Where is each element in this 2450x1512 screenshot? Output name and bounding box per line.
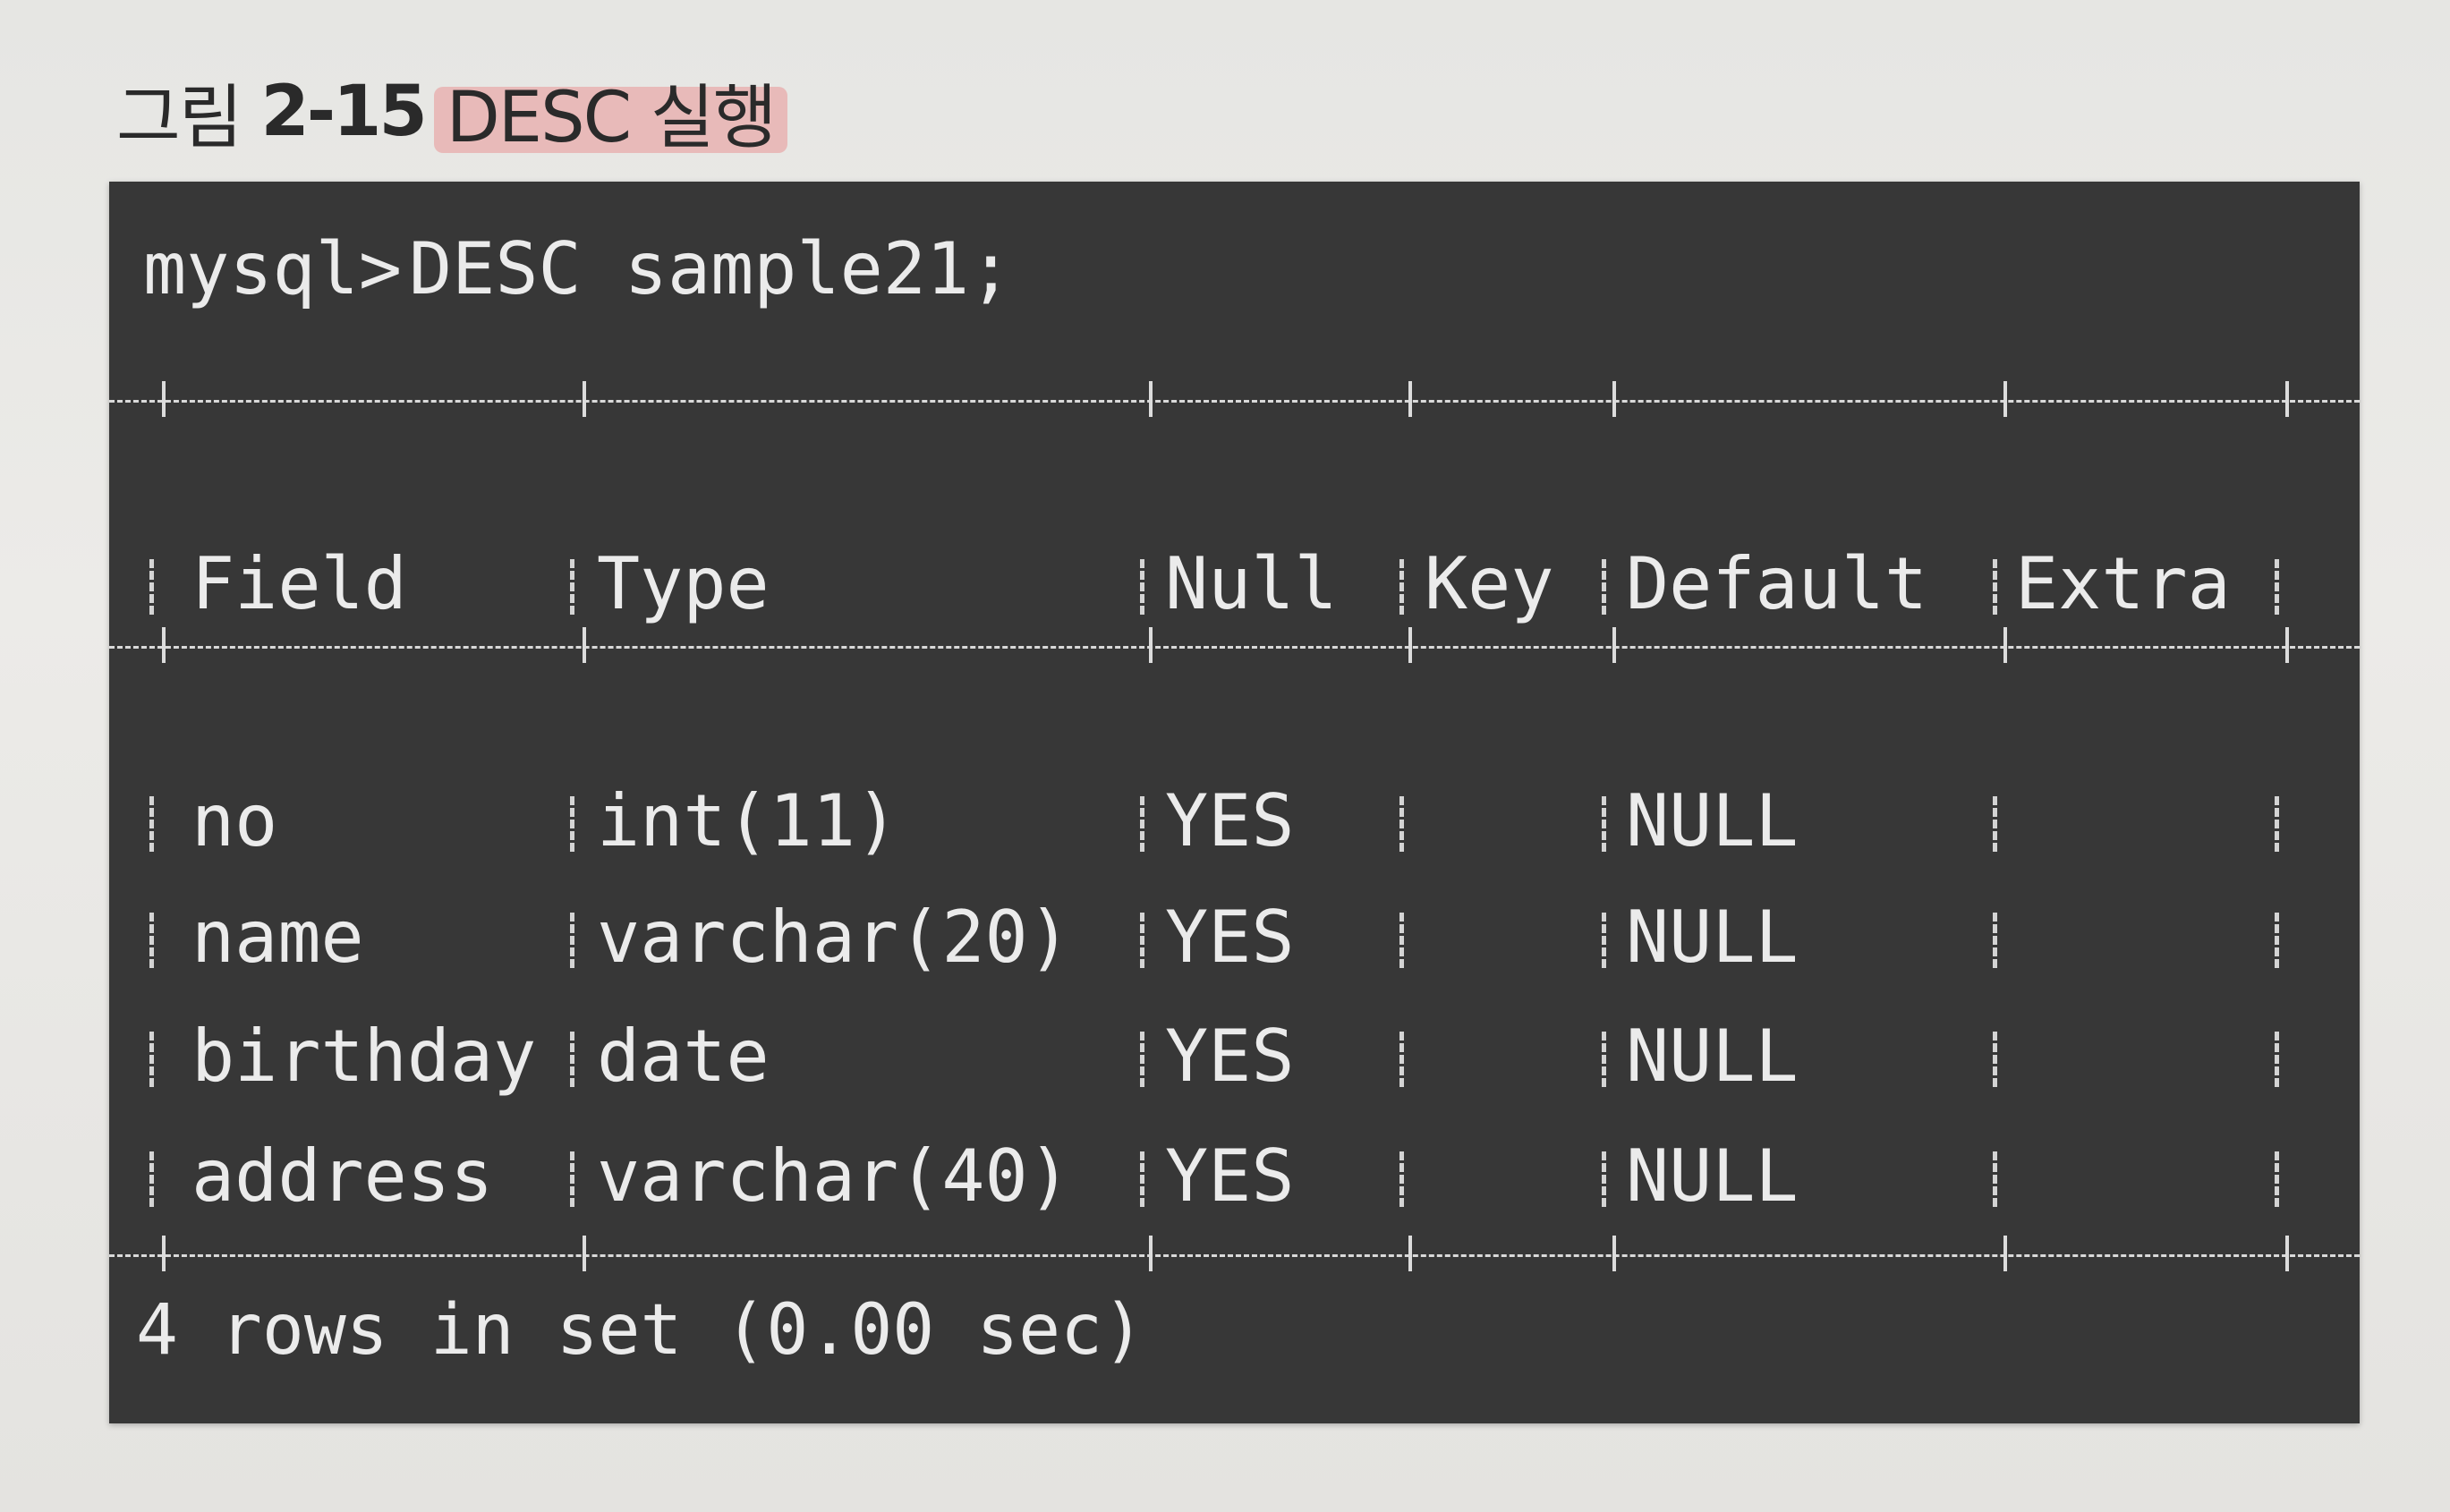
cell-default: NULL (1626, 896, 1799, 979)
column-header-null: Null (1165, 542, 1338, 625)
result-summary: 4 rows in set (0.00 sec) (136, 1290, 1145, 1371)
table-border-header (109, 627, 2360, 663)
table-row: name varchar(20) YES NULL (109, 893, 2360, 982)
cell-field: name (191, 896, 364, 979)
cell-field: address (191, 1134, 494, 1218)
table-border-bottom (109, 1236, 2360, 1271)
column-header-type: Type (597, 542, 770, 625)
cell-default: NULL (1626, 1015, 1799, 1098)
cell-null: YES (1165, 779, 1295, 862)
table-row: address varchar(40) YES NULL (109, 1132, 2360, 1221)
caption-title: DESC 실행 (434, 78, 788, 158)
cell-default: NULL (1626, 779, 1799, 862)
cell-default: NULL (1626, 1134, 1799, 1218)
cell-field: no (191, 779, 278, 862)
cell-type: int(11) (597, 779, 899, 862)
cell-null: YES (1165, 1134, 1295, 1218)
mysql-prompt: mysql> (143, 227, 402, 310)
column-header-key: Key (1425, 542, 1554, 625)
terminal-screenshot: mysql>DESC sample21; Field Type Nu (109, 182, 2360, 1423)
table-border-top (109, 381, 2360, 417)
command-text: DESC sample21; (408, 227, 1013, 310)
table-header-row: Field Type Null Key Default Extra (109, 539, 2360, 629)
figure-caption: 그림 2-15 DESC 실행 (116, 63, 787, 161)
table-row: birthday date YES NULL (109, 1012, 2360, 1101)
column-header-extra: Extra (2015, 542, 2231, 625)
cell-type: varchar(20) (597, 896, 1071, 979)
command-line: mysql>DESC sample21; (143, 234, 1012, 305)
cell-null: YES (1165, 1015, 1295, 1098)
cell-type: date (597, 1015, 770, 1098)
cell-type: varchar(40) (597, 1134, 1071, 1218)
column-header-default: Default (1626, 542, 1928, 625)
table-row: no int(11) YES NULL (109, 777, 2360, 866)
cell-null: YES (1165, 896, 1295, 979)
cell-field: birthday (191, 1015, 537, 1098)
caption-number: 2-15 (260, 72, 428, 152)
caption-highlight: DESC 실행 (434, 62, 788, 162)
caption-label: 그림 (116, 78, 243, 158)
column-header-field: Field (191, 542, 407, 625)
